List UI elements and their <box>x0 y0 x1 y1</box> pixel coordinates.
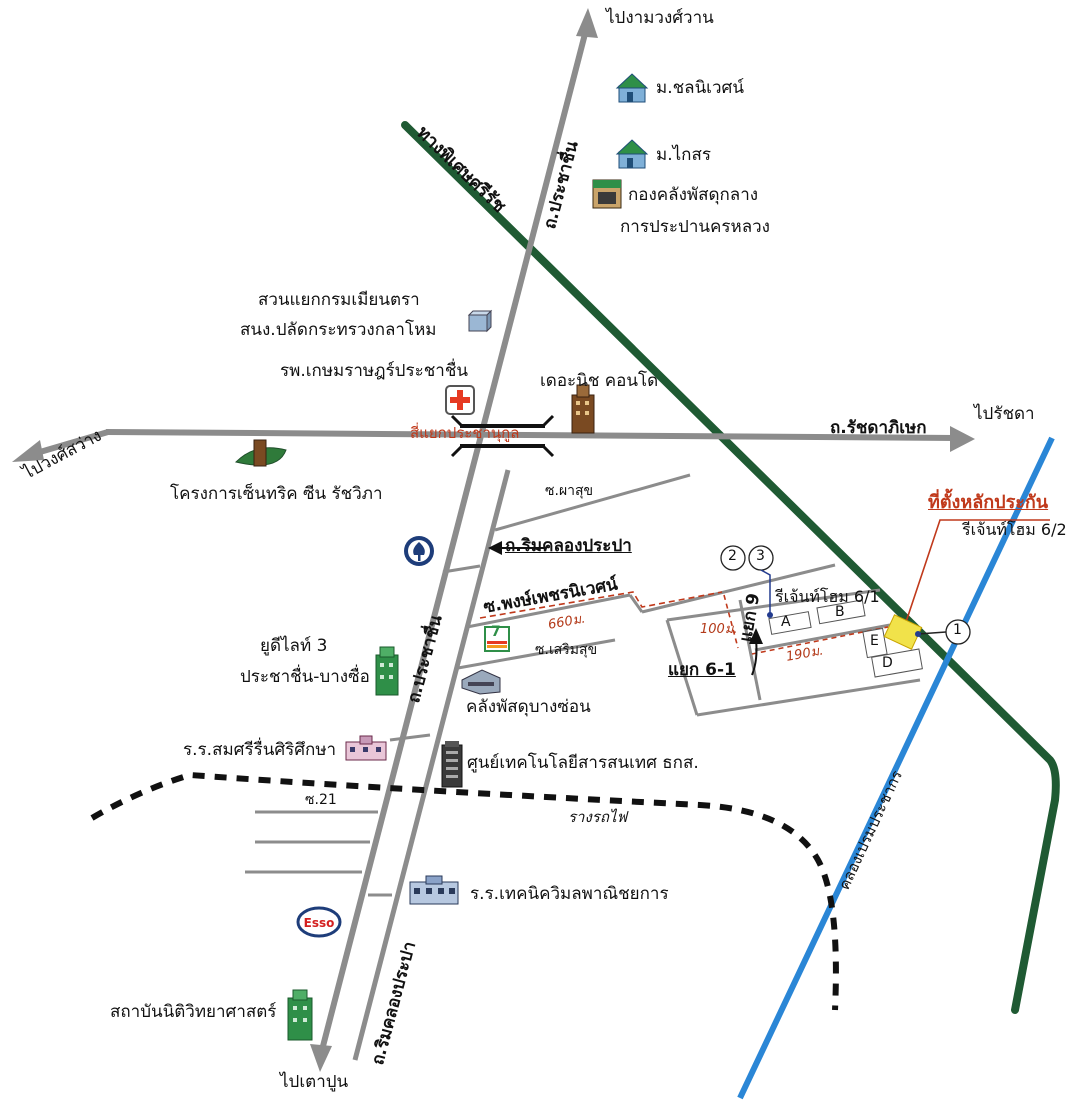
seven-eleven-icon <box>484 626 510 652</box>
warehouse-label-line2: การประปานครหลวง <box>620 217 770 237</box>
block-e-label: E <box>870 633 879 649</box>
warehouse-icon <box>461 669 501 695</box>
soi-phong-line-3 <box>641 563 836 614</box>
block-a-label: A <box>781 614 791 630</box>
school-icon-somsri <box>345 735 387 761</box>
udee-label-line1: ยูดีไลท์ 3 <box>260 636 328 656</box>
garden-label-line1: สวนแยกกรมเมียนตรา <box>258 290 420 310</box>
yaek61-arrow-icon <box>749 628 763 644</box>
warehouse-label-line1: กองคลังพัสดุกลาง <box>628 185 759 205</box>
bangson-store-label: คลังพัสดุบางซ่อน <box>466 697 591 717</box>
arrow-left-icon <box>12 440 44 462</box>
nida-building-icon <box>287 989 313 1041</box>
arrow-up-icon <box>576 8 598 38</box>
property-name-6-1: รีเจ้นท์โฮม 6/1 <box>775 587 880 606</box>
marker-2-label: 2 <box>728 548 737 564</box>
centric-project-icon <box>235 439 287 467</box>
esso-logo-icon: Esso <box>296 906 342 938</box>
hospital-icon <box>445 385 475 415</box>
soi-phasuk-label: ซ.ผาสุข <box>545 483 594 499</box>
soi-line-b <box>389 733 431 742</box>
house-icon-kaisorn <box>615 139 649 169</box>
direction-right-label: ไปรัชดา <box>974 404 1035 424</box>
property-name-6-2: รีเจ้นท์โฮม 6/2 <box>962 520 1067 539</box>
marker-23-leader <box>760 569 771 615</box>
ratchadaphisek-road-main <box>105 429 956 441</box>
udee-label-line2: ประชาชื่น-บางซื่อ <box>240 667 370 687</box>
nida-label: สถาบันนิติวิทยาศาสตร์ <box>110 1002 277 1022</box>
baac-center-label: ศูนย์เทคโนโลยีสารสนเทศ ธกส. <box>467 753 699 773</box>
tree-logo-icon <box>404 536 434 566</box>
canal-line <box>737 436 1055 1100</box>
cube-icon <box>467 309 493 333</box>
distance-100-label: 100ม. <box>700 622 738 637</box>
soi-21-label: ซ.21 <box>305 792 337 808</box>
condo-label: เดอะนิช คอนโด <box>540 371 659 391</box>
block-b-label: B <box>835 604 845 620</box>
office-tower-icon <box>441 741 463 788</box>
rimkhlong-arrow-icon <box>488 541 502 555</box>
centric-label: โครงการเซ็นทริค ซีน รัชวิภา <box>170 484 383 504</box>
yaek9-inner-line <box>754 623 891 652</box>
expressway-line <box>401 121 1060 1014</box>
ratchadaphisek-road-label: ถ.รัชดาภิเษก <box>830 418 927 438</box>
house-icon-chonniwet <box>615 73 649 103</box>
rim-khlong-road-label: ถ.ริมคลองประปา <box>505 536 632 556</box>
esso-text: Esso <box>304 916 335 930</box>
udee-building-icon <box>375 646 399 696</box>
kaisorn-label: ม.ไกสร <box>656 145 711 165</box>
property-title: ที่ตั้งหลักประกัน <box>928 492 1049 513</box>
marker-1-label: 1 <box>953 622 962 638</box>
school-icon-wimon <box>409 875 459 905</box>
seven-eleven-label: 7 <box>491 624 501 640</box>
school-somsri-label: ร.ร.สมศรีรื่นศิริศึกษา <box>183 740 337 760</box>
yaek9-mid-line <box>738 599 762 701</box>
direction-bottom-label: ไปเตาปูน <box>280 1072 349 1092</box>
block-d <box>871 648 923 678</box>
block-a <box>768 611 812 635</box>
property-plot <box>883 614 923 650</box>
soi-line-a <box>442 564 481 574</box>
intersection-label: สี่แยกประชานุกูล <box>410 424 520 442</box>
hospital-label: รพ.เกษมราษฎร์ประชาชื่น <box>280 361 468 381</box>
marker-1-leader <box>917 631 947 635</box>
garden-label-line2: สนง.ปลัดกระทรวงกลาโหม <box>240 320 437 340</box>
shop-icon <box>592 179 622 209</box>
marker-1-dot <box>915 631 921 637</box>
railway-label: รางรถไฟ <box>568 808 628 826</box>
yaek9-top-line <box>666 588 881 622</box>
block-b <box>816 599 866 625</box>
distance-100-line <box>723 594 739 649</box>
block-d-label: D <box>882 655 893 671</box>
rim-khlong-road <box>352 469 511 1061</box>
prachachuen-road <box>319 29 589 1051</box>
arrow-right-icon <box>950 426 975 452</box>
railway-line <box>90 771 839 1011</box>
chonniwet-label: ม.ชลนิเวศน์ <box>656 78 744 98</box>
intersection-bridge-icon <box>450 414 555 458</box>
direction-top-label: ไปงามวงศ์วาน <box>606 8 714 28</box>
school-wimon-label: ร.ร.เทคนิควิมลพาณิชยการ <box>470 884 669 904</box>
soi-phasuk-line <box>494 473 691 532</box>
marker-1-circle <box>945 619 971 645</box>
yaek9-left-line <box>665 619 699 716</box>
yaek9-bottom-line <box>696 678 921 717</box>
soi-phong-line-1 <box>466 593 631 629</box>
soi-phong-line-2 <box>628 594 644 613</box>
condo-tower-icon <box>571 384 595 434</box>
marker-2-circle <box>720 545 746 571</box>
soi-soemsuk-line <box>457 638 616 670</box>
marker-3-label: 3 <box>756 548 765 564</box>
marker-23-dot <box>767 612 773 618</box>
yaek-6-1-label: แยก 6-1 <box>668 660 736 680</box>
soi-soemsuk-label: ซ.เสริมสุข <box>535 642 598 658</box>
arrow-down-icon <box>310 1044 332 1072</box>
block-e <box>862 627 888 659</box>
distance-660-line <box>479 591 723 619</box>
property-leader-line <box>904 519 1050 626</box>
ratchadaphisek-road <box>39 429 109 455</box>
